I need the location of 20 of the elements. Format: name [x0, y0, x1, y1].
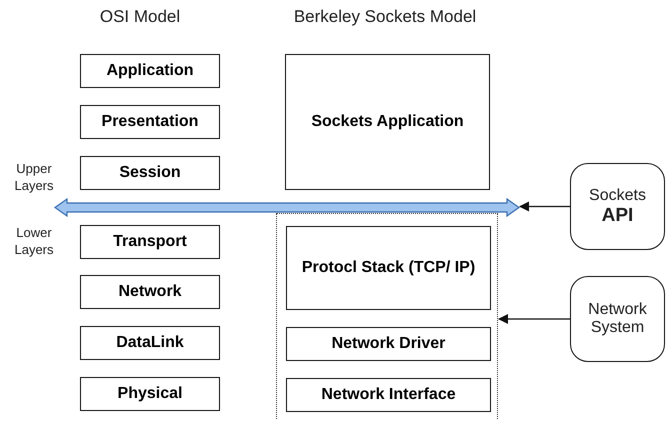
- layer-box: Protocl Stack (TCP/ IP): [286, 226, 491, 310]
- rounded-box: Network System: [570, 276, 665, 362]
- layer-box: DataLink: [80, 326, 220, 360]
- layer-box: Physical: [80, 377, 220, 411]
- column-heading: OSI Model: [98, 6, 182, 28]
- rounded-box: Sockets API: [570, 163, 665, 250]
- layer-box: Network Interface: [286, 378, 491, 412]
- dotted-group-frame: [276, 213, 498, 419]
- layer-box: Network: [80, 275, 220, 309]
- layer-box: Sockets Application: [285, 54, 490, 190]
- layer-box: Application: [80, 54, 220, 88]
- layer-group-label: Upper Layers: [13, 160, 55, 194]
- layer-box: Session: [80, 156, 220, 190]
- arrow: [519, 202, 570, 212]
- layer-box: Transport: [80, 225, 220, 259]
- layer-box: Network Driver: [286, 327, 491, 361]
- column-heading: Berkeley Sockets Model: [292, 6, 478, 28]
- layer-group-label: Lower Layers: [13, 224, 55, 258]
- layer-box: Presentation: [80, 105, 220, 139]
- arrow: [498, 314, 570, 324]
